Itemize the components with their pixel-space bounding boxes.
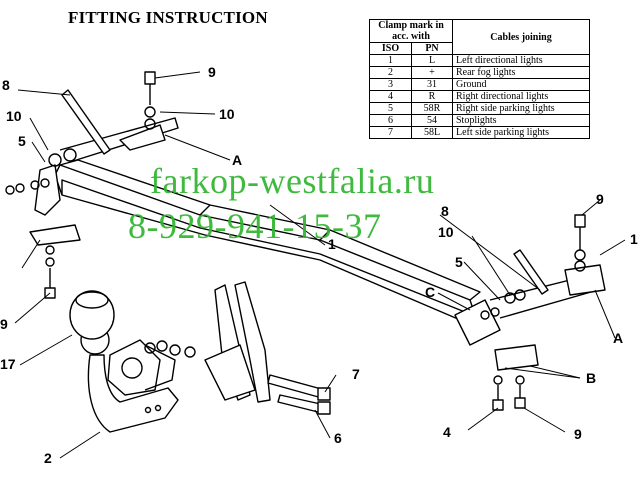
cables-joining-header: Cables joining [452, 19, 590, 55]
watermark-site: farkop-westfalia.ru [150, 161, 435, 201]
callout-9-topleft: 9 [208, 64, 216, 80]
socket-plate [107, 339, 176, 396]
ball-cap [69, 290, 115, 340]
pn-header: PN [410, 42, 454, 55]
callout-b: B [586, 370, 597, 386]
iso-cell: 4 [369, 90, 412, 103]
callout-5-left: 5 [18, 133, 26, 149]
pn-cell: 31 [410, 78, 454, 91]
iso-cell: 1 [369, 54, 412, 67]
callout-4: 4 [443, 424, 451, 440]
callout-10-left: 10 [6, 108, 22, 124]
pn-cell: 58L [410, 126, 454, 139]
desc-cell: Rear fog lights [452, 66, 590, 79]
callout-9-topright: 9 [596, 191, 604, 207]
clamp-mark-header: Clamp mark in acc. with [369, 19, 453, 43]
callout-1-right: 1 [630, 231, 638, 247]
callout-8-right: 8 [441, 203, 449, 219]
callout-5-right: 5 [455, 254, 463, 270]
iso-cell: 6 [369, 114, 412, 127]
desc-cell: Left directional lights [452, 54, 590, 67]
desc-cell: Left side parking lights [452, 126, 590, 139]
washers-and-nuts [5, 106, 586, 385]
callout-9-bottom: 9 [574, 426, 582, 442]
desc-cell: Stoplights [452, 114, 590, 127]
leader-lines [14, 71, 626, 459]
pn-cell: + [410, 66, 454, 79]
callout-c: C [425, 284, 436, 300]
callout-9-left: 9 [0, 316, 8, 332]
table-row: 7 58L Left side parking lights [369, 126, 590, 139]
desc-cell: Right side parking lights [452, 102, 590, 115]
callout-a-right: A [613, 330, 624, 346]
ball-mount-bracket [204, 281, 271, 403]
callout-2: 2 [44, 450, 52, 466]
right-mounting-bracket [454, 264, 606, 371]
cables-joining-table: Clamp mark in acc. with Cables joining I… [369, 19, 590, 139]
desc-cell: Ground [452, 78, 590, 91]
table-row: 3 31 Ground [369, 78, 590, 91]
callout-1-top: 1 [328, 236, 336, 252]
callout-7: 7 [352, 366, 360, 382]
vertical-bolts [44, 71, 586, 411]
table-row: 6 54 Stoplights [369, 114, 590, 127]
pn-cell: 58R [410, 102, 454, 115]
callout-6: 6 [334, 430, 342, 446]
callout-10-right: 10 [438, 224, 454, 240]
callout-a-left: A [232, 152, 243, 168]
table-row: 4 R Right directional lights [369, 90, 590, 103]
table-row: 2 + Rear fog lights [369, 66, 590, 79]
table-row: 5 58R Right side parking lights [369, 102, 590, 115]
page-title: FITTING INSTRUCTION [68, 8, 268, 27]
left-mounting-bracket [29, 117, 179, 246]
iso-header: ISO [369, 42, 412, 55]
iso-cell: 3 [369, 78, 412, 91]
pn-cell: L [410, 54, 454, 67]
watermark-phone: 8-929-941-15-37 [128, 206, 382, 246]
iso-cell: 7 [369, 126, 412, 139]
iso-cell: 2 [369, 66, 412, 79]
callout-8-left: 8 [2, 77, 10, 93]
desc-cell: Right directional lights [452, 90, 590, 103]
callout-17: 17 [0, 356, 16, 372]
table-row: 1 L Left directional lights [369, 54, 590, 67]
iso-cell: 5 [369, 102, 412, 115]
pn-cell: R [410, 90, 454, 103]
callout-10-top: 10 [219, 106, 235, 122]
bolts-7-6 [267, 374, 331, 415]
pn-cell: 54 [410, 114, 454, 127]
